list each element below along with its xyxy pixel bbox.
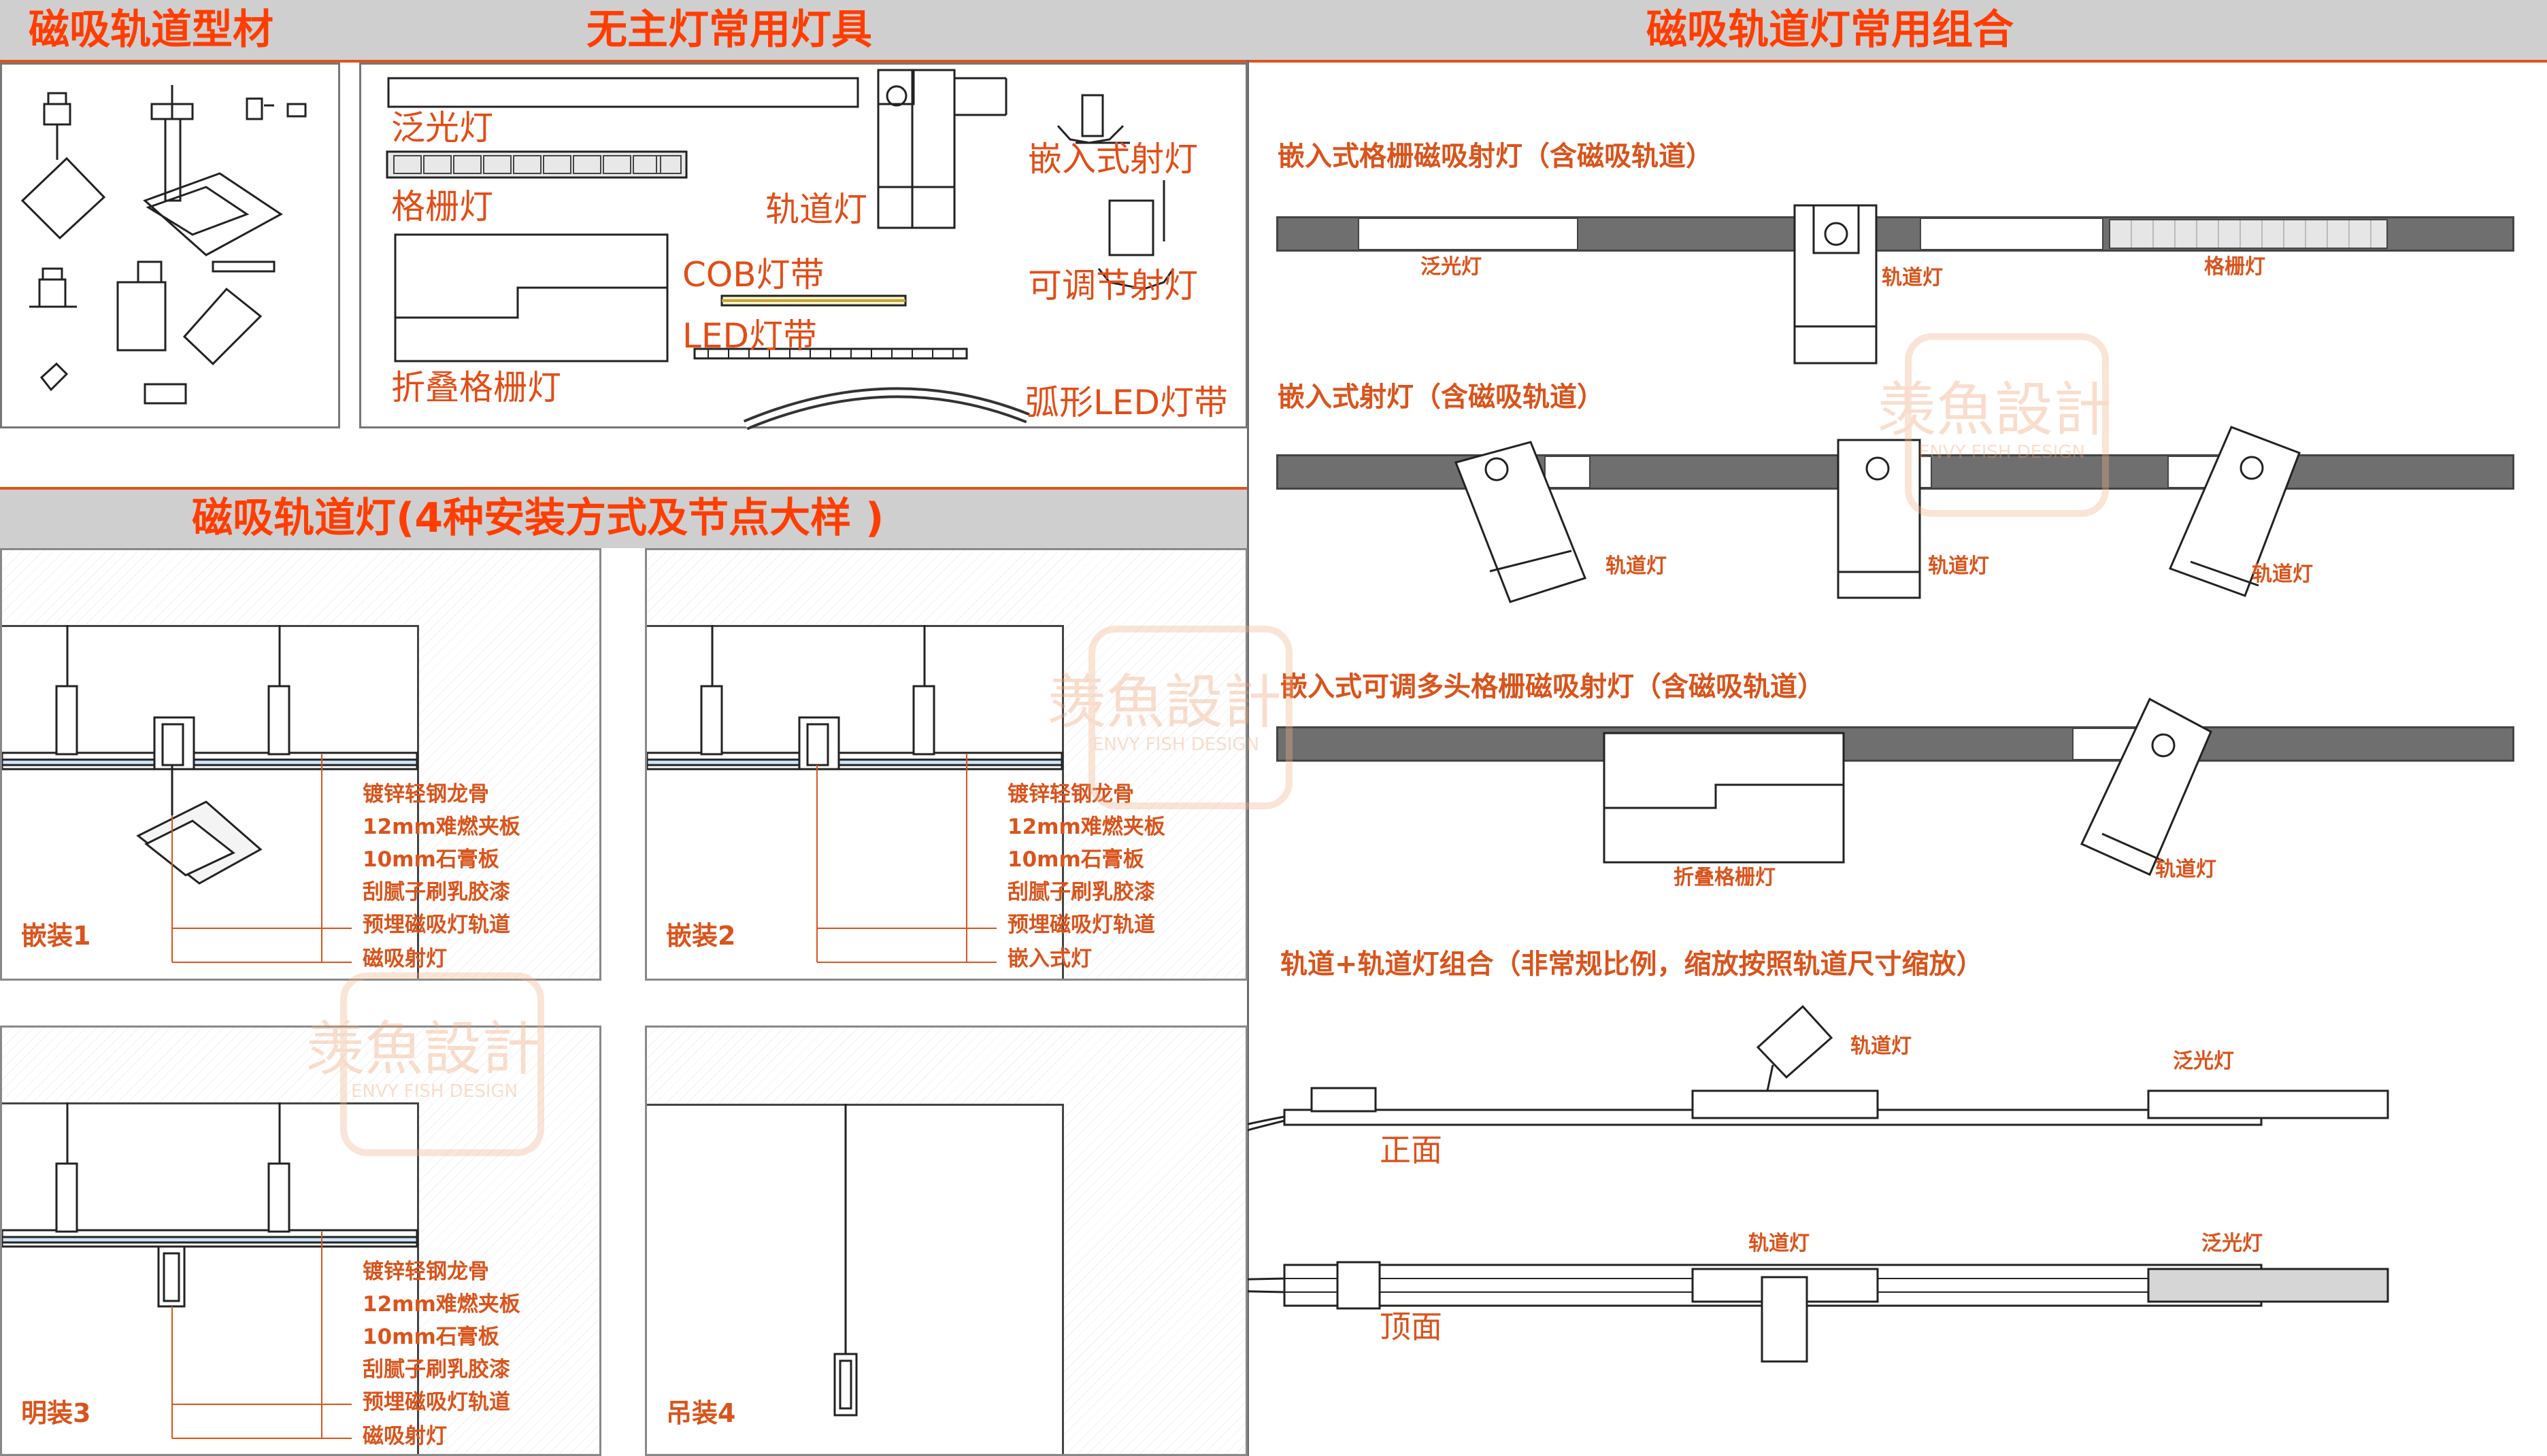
node2-callout-6: 嵌入式灯 [1008,947,1092,971]
vertical-divider [1247,60,1249,1456]
combo2-track-light-b [1837,439,1921,599]
install-header: 磁吸轨道灯(4种安装方式及节点大样 ) [192,494,884,542]
fixtures-header: 无主灯常用灯具 [586,6,872,54]
combo2-label-b: 轨道灯 [1928,554,1989,578]
node4-drawing [833,1104,858,1417]
fixtures-panel: 泛光灯 格栅灯 折叠格栅灯 轨道灯 嵌入式射灯 可调节射灯 COB灯带 LED灯… [359,63,1248,430]
combo3-label-folding: 折叠格栅灯 [1674,866,1776,890]
label-floodlight: 泛光灯 [391,108,493,148]
node2-name: 嵌装2 [666,921,736,951]
node3-drawing [2,1102,418,1439]
node1-callout-3: 10mm石膏板 [363,847,499,872]
install-node-4: 吊装4 [645,1026,1248,1456]
front-label-flood: 泛光灯 [2173,1049,2234,1073]
combo3-track [1276,726,2514,762]
node1-name: 嵌装1 [21,921,91,951]
combo1-track-light [1793,204,1878,365]
label-grille: 格栅灯 [391,187,493,226]
node1-callout-5: 预埋磁吸灯轨道 [363,913,510,937]
node3-callout-5: 预埋磁吸灯轨道 [363,1390,510,1415]
combo4-title: 轨道+轨道灯组合（非常规比例，缩放按照轨道尺寸缩放） [1280,949,1984,980]
label-track-light: 轨道灯 [765,190,867,229]
node1-callout-4: 刮腻子刷乳胶漆 [363,880,510,904]
profile-drawings [20,85,307,405]
label-cob-strip: COB灯带 [682,255,825,294]
combo4-drawings [1149,1004,2389,1363]
label-adjustable-spot: 可调节射灯 [1028,266,1198,305]
combo1-label-flood: 泛光灯 [1420,255,1482,279]
node1-callout-6: 磁吸射灯 [363,947,447,971]
combo2-gap-a [1544,456,1591,488]
combo2-label-a: 轨道灯 [1605,554,1667,578]
node1-callout-1: 镀锌轻钢龙骨 [363,782,489,807]
node2-callout-2: 12mm难燃夹板 [1008,815,1165,839]
combo1-title: 嵌入式格栅磁吸射灯（含磁吸轨道） [1278,141,1713,172]
install-node-1: 镀锌轻钢龙骨 12mm难燃夹板 10mm石膏板 刮腻子刷乳胶漆 预埋磁吸灯轨道 … [0,548,601,981]
header-bar-top-left: 磁吸轨道型材 无主灯常用灯具 [0,0,1249,60]
header-underline-left [0,60,1249,63]
watermark-1-cn: 羡魚設計 [1878,376,2112,444]
profile-header: 磁吸轨道型材 [29,6,273,54]
front-label-track: 轨道灯 [1850,1034,1912,1058]
combo3-track-light [2080,697,2212,876]
label-folding-grille: 折叠格栅灯 [391,368,561,407]
install-header-topline [0,487,1249,490]
combo3-folding-grille [1603,732,1845,864]
top-view-label: 顶面 [1380,1308,1442,1345]
node3-callout-4: 刮腻子刷乳胶漆 [363,1357,510,1382]
node1-drawing [2,625,418,963]
combo1-gap [1920,218,2103,250]
combo1-floodlight [1358,218,1578,250]
node3-room [2,1102,419,1454]
install-header-bar: 磁吸轨道灯(4种安装方式及节点大样 ) [0,488,1249,548]
node2-room [647,625,1064,979]
node2-callout-4: 刮腻子刷乳胶漆 [1008,880,1155,904]
combo2-track-light-a [1454,441,1586,603]
node1-room [2,625,419,979]
combo2-title: 嵌入式射灯（含磁吸轨道） [1278,382,1604,413]
fixtures-drawings [386,69,1175,430]
combo3-title: 嵌入式可调多头格栅磁吸射灯（含磁吸轨道） [1280,671,1825,702]
node3-callout-6: 磁吸射灯 [363,1424,447,1449]
node3-callout-2: 12mm难燃夹板 [363,1292,520,1317]
combo2-track-light-c [2168,426,2301,597]
combos-header: 磁吸轨道灯常用组合 [1646,6,2014,54]
node3-name: 明装3 [21,1398,91,1428]
node2-callout-3: 10mm石膏板 [1008,847,1144,872]
node1-callout-2: 12mm难燃夹板 [363,815,520,839]
node2-callout-1: 镀锌轻钢龙骨 [1008,782,1134,807]
front-view-label: 正面 [1380,1132,1442,1168]
label-recessed-spot: 嵌入式射灯 [1028,139,1198,179]
header-underline-right [1249,60,2547,63]
label-led-strip: LED灯带 [682,316,817,356]
top-label-track: 轨道灯 [1748,1232,1810,1255]
combo1-label-grille: 格栅灯 [2204,255,2265,279]
node4-name: 吊装4 [666,1398,736,1428]
combo1-grille [2109,219,2388,249]
install-node-3: 镀锌轻钢龙骨 12mm难燃夹板 10mm石膏板 刮腻子刷乳胶漆 预埋磁吸灯轨道 … [0,1026,601,1456]
combo1-label-track: 轨道灯 [1882,266,1943,290]
label-arc-led-strip: 弧形LED灯带 [1025,383,1228,422]
profile-panel [0,63,340,428]
node3-callout-1: 镀锌轻钢龙骨 [363,1259,489,1284]
install-node-2: 镀锌轻钢龙骨 12mm难燃夹板 10mm石膏板 刮腻子刷乳胶漆 预埋磁吸灯轨道 … [645,548,1248,981]
node2-callout-5: 预埋磁吸灯轨道 [1008,913,1155,937]
header-bar-top-right: 磁吸轨道灯常用组合 [1249,0,2547,60]
combo3-label-track: 轨道灯 [2155,858,2216,881]
combo2-label-c: 轨道灯 [2252,562,2313,586]
top-label-flood: 泛光灯 [2201,1232,2263,1255]
node2-drawing [647,625,1063,963]
node3-callout-3: 10mm石膏板 [363,1325,499,1349]
